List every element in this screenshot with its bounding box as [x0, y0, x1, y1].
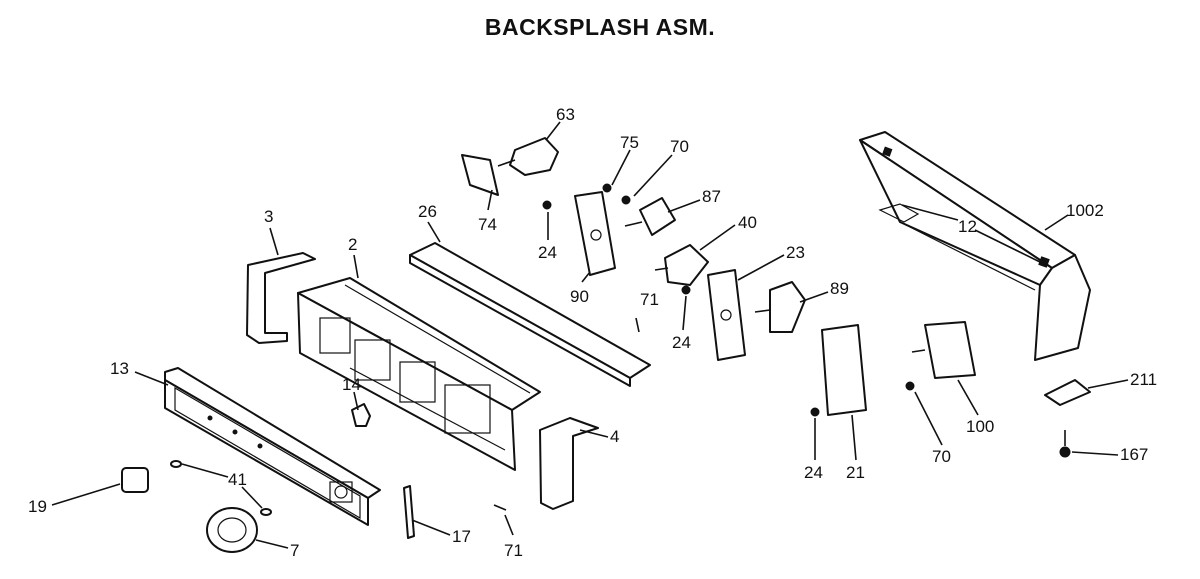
callout-4: 4	[610, 427, 619, 446]
callout-24: 24	[804, 463, 823, 482]
part-23-plate	[707, 269, 746, 361]
part-17-link	[403, 485, 415, 539]
part-26-trim-strip	[409, 242, 651, 387]
callout-87: 87	[702, 187, 721, 206]
callout-63: 63	[556, 105, 575, 124]
callout-14: 14	[342, 375, 361, 394]
callout-24: 24	[672, 333, 691, 352]
callout-100: 100	[966, 417, 994, 436]
part-167-screw	[1059, 446, 1071, 458]
callout-70: 70	[670, 137, 689, 156]
part-24-screw	[810, 407, 820, 417]
callout-41: 41	[228, 470, 247, 489]
callout-21: 21	[846, 463, 865, 482]
callout-74: 74	[478, 215, 497, 234]
callout-211: 211	[1130, 370, 1157, 389]
callout-23: 23	[786, 243, 805, 262]
part-74-bracket	[461, 154, 499, 196]
callout-19: 19	[28, 497, 47, 516]
part-41-grommet	[170, 460, 182, 468]
callout-75: 75	[620, 133, 639, 152]
part-1002-housing	[859, 131, 1091, 361]
callout-40: 40	[738, 213, 757, 232]
part-24-screw	[542, 200, 552, 210]
part-71-screw	[635, 317, 640, 333]
part-100-timer	[911, 321, 976, 379]
part-4-right-bracket	[539, 417, 599, 510]
part-90-plate	[574, 191, 616, 276]
part-87-switch	[624, 197, 676, 236]
part-211-hinge	[1044, 379, 1091, 406]
part-63-switch	[497, 137, 559, 176]
part-89-switch	[754, 281, 806, 333]
part-71-screw	[493, 504, 507, 511]
part-21-bracket	[821, 324, 867, 416]
part-75-screw	[602, 183, 612, 193]
callout-12: 12	[958, 217, 977, 236]
callout-90: 90	[570, 287, 589, 306]
callout-26: 26	[418, 202, 437, 221]
callout-167: 167	[1120, 445, 1148, 464]
callout-70: 70	[932, 447, 951, 466]
callout-1002: 1002	[1066, 201, 1104, 220]
part-41-grommet	[260, 508, 272, 516]
callout-89: 89	[830, 279, 849, 298]
diagram-title: BACKSPLASH ASM.	[484, 14, 716, 40]
part-2-frame	[297, 277, 541, 471]
part-13-front-panel	[164, 367, 381, 526]
callout-3: 3	[264, 207, 273, 226]
callout-2: 2	[348, 235, 357, 254]
callout-24: 24	[538, 243, 557, 262]
callout-7: 7	[290, 541, 299, 560]
part-24-screw	[681, 285, 691, 295]
part-7-dial-knob	[206, 507, 258, 553]
leader-lines	[51, 121, 1129, 549]
part-70-screw	[905, 381, 915, 391]
part-40-switch	[654, 244, 709, 286]
callout-71: 71	[640, 290, 659, 309]
callout-labels: 63 75 70 87 74 24 90 26 3 2 40 23 24 71 …	[28, 105, 1157, 560]
callout-71: 71	[504, 541, 523, 560]
part-14-clip	[351, 403, 371, 427]
part-19-knob	[121, 467, 149, 493]
part-3-left-bracket	[246, 252, 316, 344]
callout-17: 17	[452, 527, 471, 546]
callout-13: 13	[110, 359, 129, 378]
part-70-screw	[621, 195, 631, 205]
